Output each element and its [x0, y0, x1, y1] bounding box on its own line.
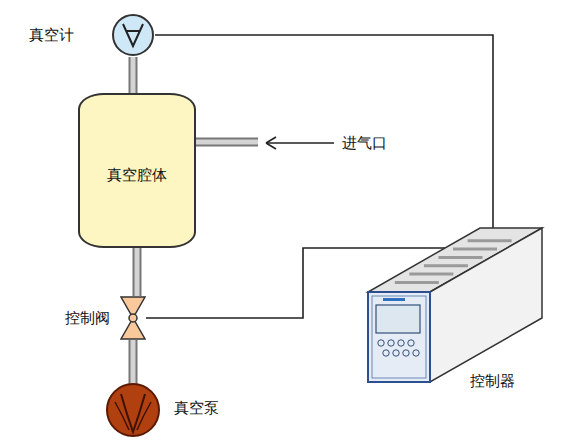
vacuum-pump: 真空泵: [105, 382, 161, 438]
controller: 控制器: [365, 225, 545, 385]
control-valve: 控制阀: [120, 296, 146, 340]
node-label: 真空计: [29, 26, 74, 44]
signal-wire: [155, 35, 493, 228]
pipe-core: [135, 248, 140, 296]
vacuum-gauge-shape: [111, 13, 155, 57]
node-label: 控制阀: [65, 309, 110, 327]
node-label: 真空腔体: [107, 166, 167, 184]
pipe-wall: [133, 248, 142, 296]
controller-shape: [365, 225, 545, 385]
pipe: [133, 57, 134, 93]
vacuum-gauge: 真空计: [111, 13, 155, 57]
vacuum-chamber: 真空腔体: [78, 93, 196, 248]
pipe-core: [131, 340, 136, 384]
pipe-wall: [129, 57, 138, 93]
node-label: 真空泵: [174, 399, 219, 417]
vent-slot: [409, 273, 453, 276]
inlet-label: 进气口: [342, 134, 387, 152]
vacuum-pump-shape: [105, 382, 161, 438]
inlet-pipe-core: [196, 140, 258, 145]
pipe-core: [131, 57, 136, 93]
inlet-arrow: [266, 142, 334, 144]
wire-line: [155, 35, 493, 228]
vent-slot: [468, 239, 512, 242]
vent-slot: [395, 281, 439, 284]
vent-slot: [424, 264, 468, 267]
pipe: [133, 340, 134, 384]
node-label: 控制器: [470, 372, 515, 390]
vent-slot: [453, 248, 497, 251]
control-valve-shape: [120, 296, 146, 340]
inlet-pipe: [196, 138, 258, 147]
pipe: [137, 248, 138, 296]
pipe-wall: [129, 340, 138, 384]
inlet-arrowhead: [266, 137, 276, 149]
vent-slot: [438, 256, 482, 259]
